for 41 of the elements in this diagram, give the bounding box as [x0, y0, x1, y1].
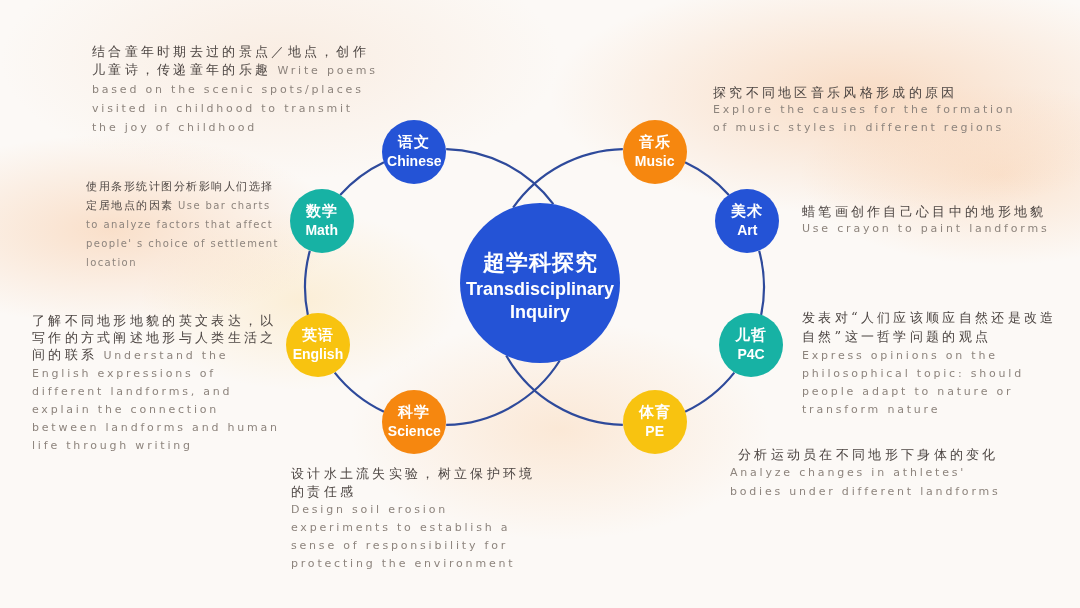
- ring-arc: [303, 250, 311, 316]
- subject-name: Art: [737, 221, 758, 241]
- subject-name: 美术: [731, 202, 764, 222]
- subject-name: P4C: [737, 345, 765, 365]
- activity-text: Design soil erosion experiments to establish a sense of responsibility for protecting the environment: [291, 502, 517, 572]
- subject-name: Math: [305, 221, 339, 241]
- subject-name: English: [292, 345, 344, 365]
- activity-text: Explore the causes for the formation of music styles in different regions: [713, 102, 1017, 136]
- ring-arc: [684, 161, 730, 196]
- ring-arc: [333, 371, 385, 413]
- activity-text: 发表对“人们应该顺应自然还是改造自然”这一哲学问题的观点: [802, 309, 1057, 346]
- activity-text: 分析运动员在不同地形下身体的变化: [738, 446, 1000, 463]
- ring-arc: [339, 161, 385, 196]
- activity-text: Express opinions on the philosophical topic: should people adapt to nature or transform nature: [802, 348, 1025, 418]
- subject-name: Music: [634, 152, 675, 171]
- subject-name: PE: [645, 422, 665, 441]
- ring-arc: [446, 359, 561, 427]
- activity-text: 设计水土流失实验，树立保护环境的责任感: [291, 465, 537, 500]
- subject-name: 音乐: [638, 133, 671, 152]
- ring-arc: [446, 147, 555, 205]
- activity-text: 了解不同地形地貌的英文表达，以写作的方式阐述地形与人类生活之间的联系 Understand the English expressions of different landforms, and explain the connection between landforms and human life through writing: [32, 312, 281, 454]
- activity-text: 结合童年时期去过的景点／地点，创作儿童诗，传递童年的乐趣 Write poems based on the scenic spots/places visited in childhood to transmit the joy of childhood: [92, 43, 378, 136]
- subject-name: 语文: [398, 133, 431, 152]
- topic-title: Transdisciplinary Inquiry: [465, 277, 615, 324]
- activity-text: 使用条形统计图分析影响人们选择定居地点的因素 Use bar charts to analyze factors that affect people' s choice of settlement location: [86, 179, 280, 270]
- subject-name: 儿哲: [735, 326, 768, 346]
- subject-name: 数学: [305, 202, 338, 222]
- ring-arc: [505, 354, 623, 427]
- ring-arc: [512, 147, 623, 209]
- subject-name: Science: [387, 422, 441, 441]
- subject-name: 英语: [301, 326, 334, 346]
- subject-name: 科学: [398, 403, 431, 422]
- ring-arc: [684, 371, 736, 413]
- activity-text: Use crayon to paint landforms: [802, 221, 1051, 237]
- topic-title: 超学科探究: [481, 248, 599, 277]
- activity-text: 蜡笔画创作自己心目中的地形地貌: [802, 203, 1048, 220]
- activity-text: Analyze changes in athletes' bodies under different landforms: [730, 465, 1002, 500]
- ring-arc: [758, 250, 766, 316]
- activity-text: 探究不同地区音乐风格形成的原因: [713, 84, 959, 101]
- subject-name: Chinese: [387, 152, 442, 171]
- subject-name: 体育: [638, 403, 671, 422]
